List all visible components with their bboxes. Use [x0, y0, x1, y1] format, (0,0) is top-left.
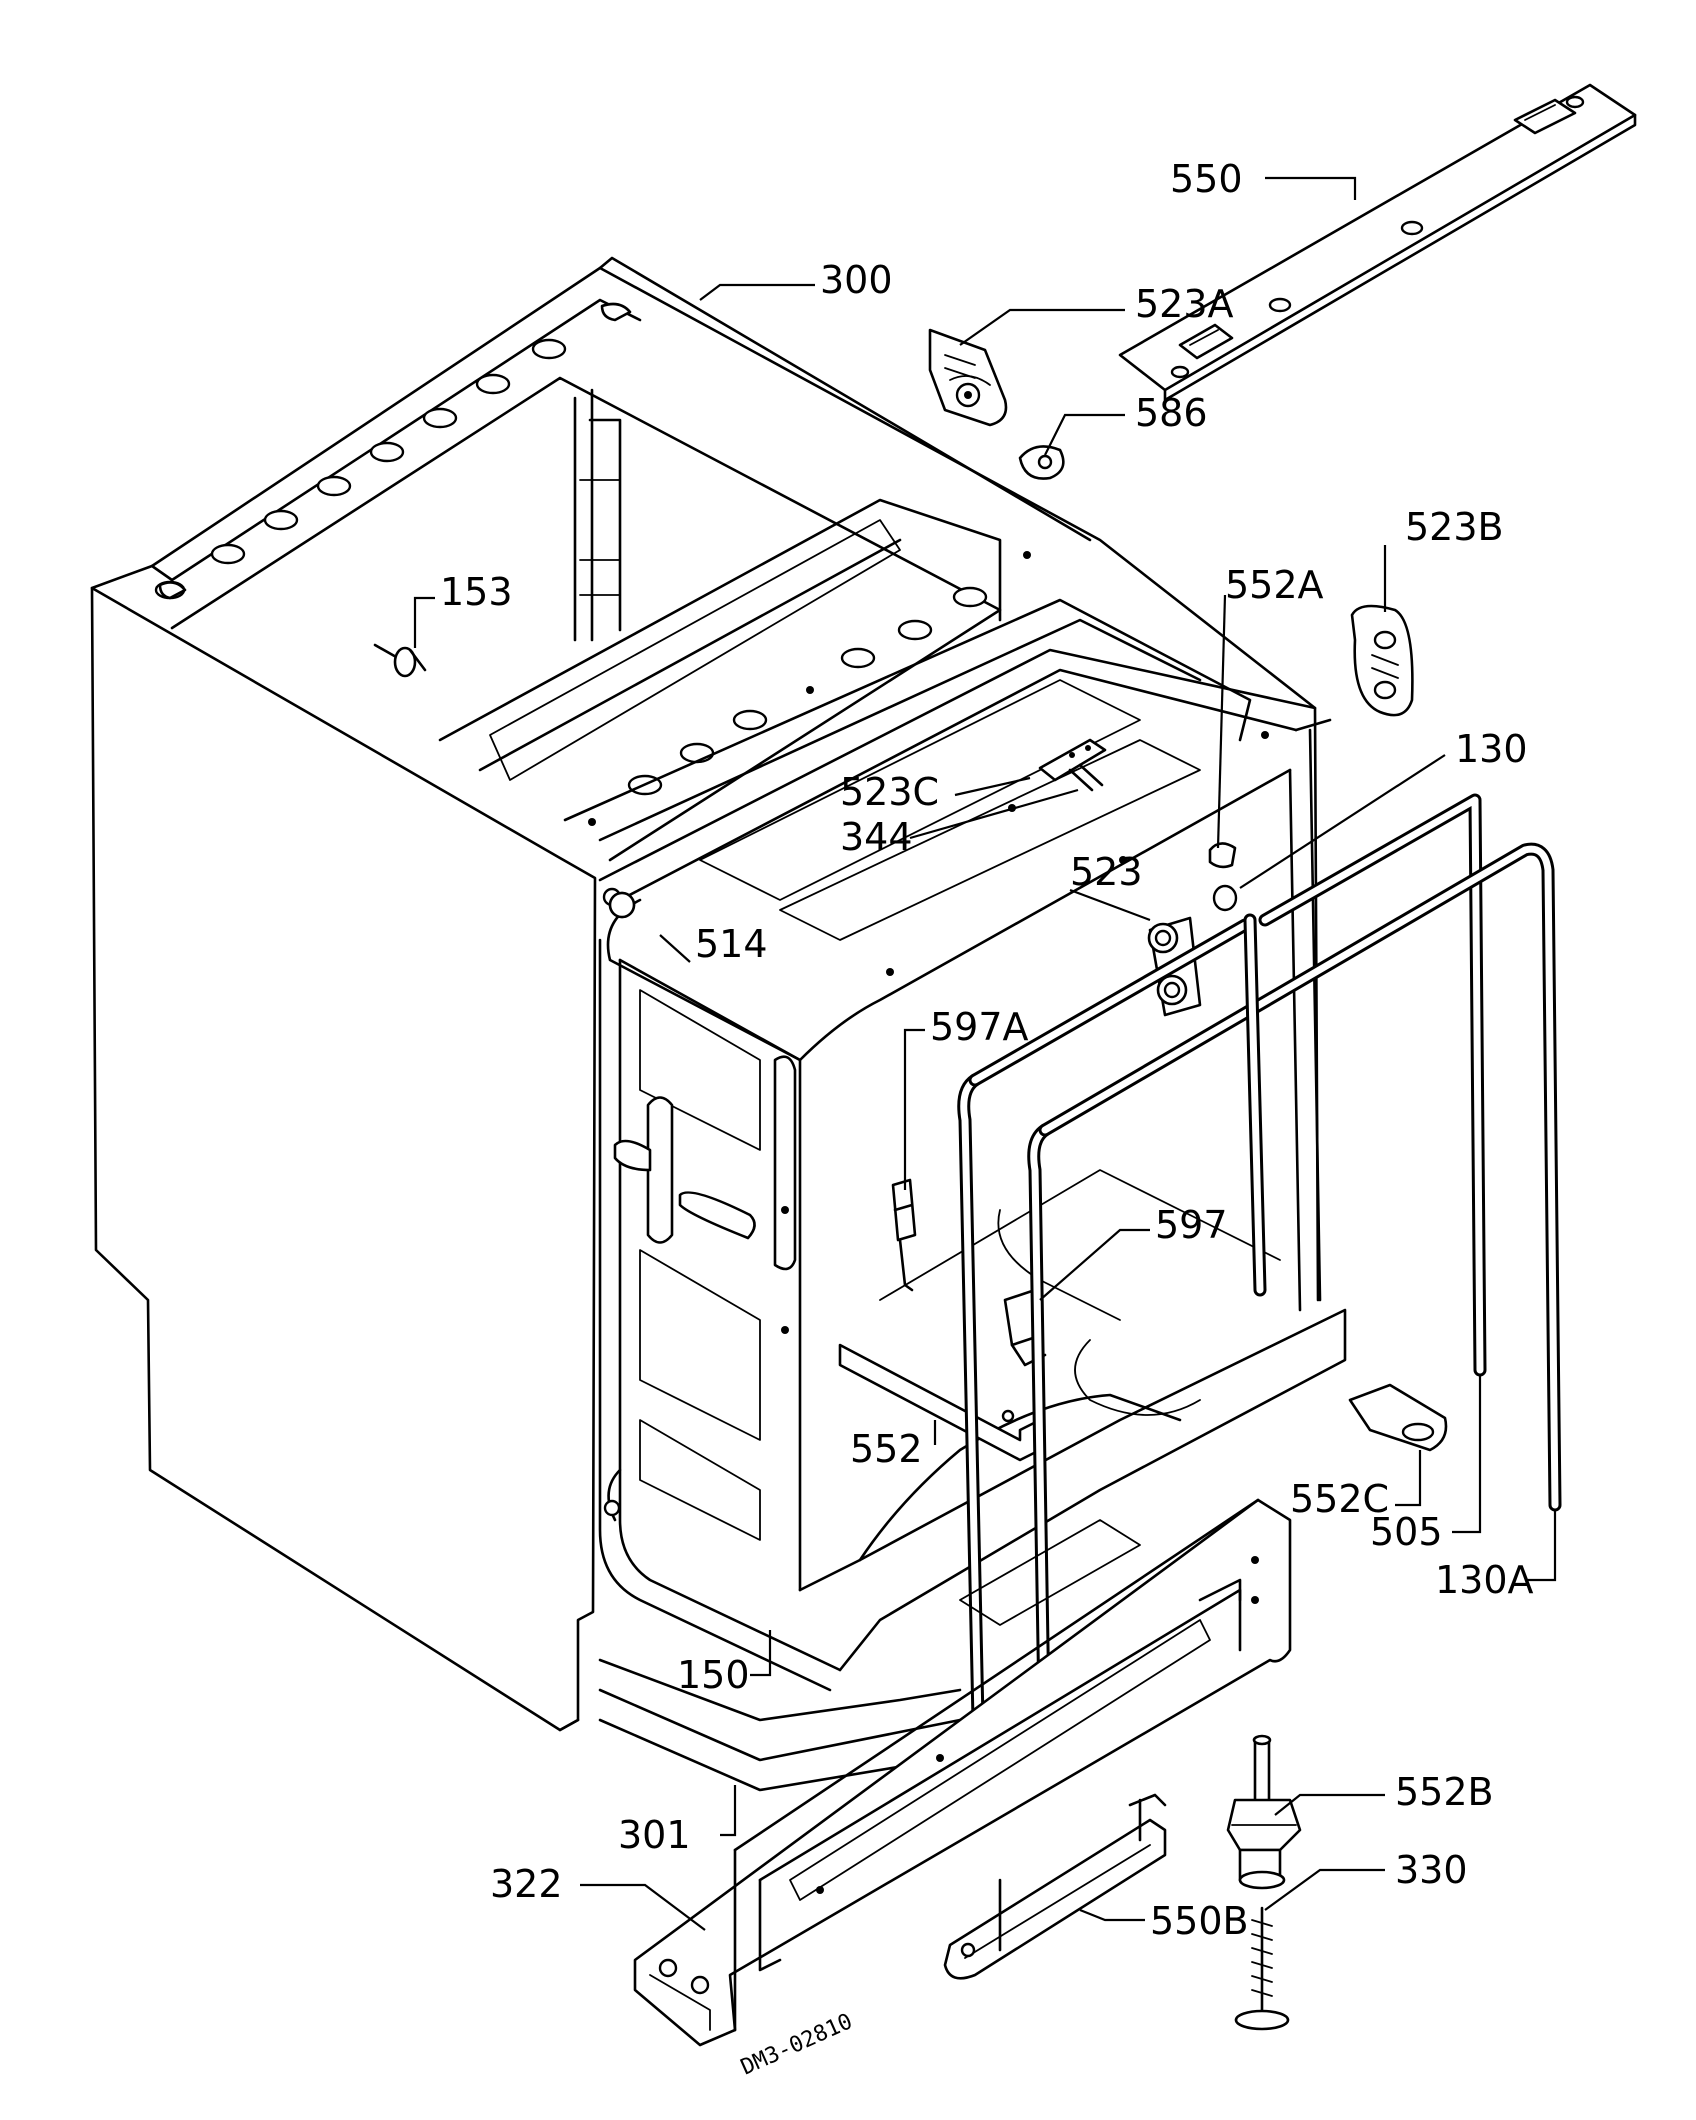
label-552A: 552A — [1225, 563, 1324, 607]
part-550-top-strip — [1118, 83, 1637, 402]
label-523B: 523B — [1405, 505, 1504, 549]
label-153: 153 — [440, 570, 513, 614]
label-597: 597 — [1155, 1203, 1228, 1247]
part-514 — [608, 891, 636, 919]
leader-lines — [413, 176, 1557, 1931]
part-523C-catch — [1038, 738, 1107, 792]
label-597A: 597A — [930, 1005, 1029, 1049]
part-130A-seal — [957, 842, 1562, 1772]
label-322: 322 — [490, 1862, 563, 1906]
label-300: 300 — [820, 258, 893, 302]
part-552C-foot — [1348, 1383, 1448, 1452]
part-505-seal — [1258, 793, 1487, 1377]
front-rail-holes — [627, 586, 988, 796]
label-523: 523 — [1070, 850, 1143, 894]
label-505: 505 — [1370, 1510, 1443, 1554]
label-330: 330 — [1395, 1848, 1468, 1892]
label-552B: 552B — [1395, 1770, 1494, 1814]
part-523B-latch — [1350, 604, 1414, 717]
top-rail-holes — [154, 338, 567, 600]
label-586: 586 — [1135, 391, 1208, 435]
label-523A: 523A — [1135, 282, 1234, 326]
label-552: 552 — [850, 1427, 923, 1471]
part-322-plinth — [633, 1498, 1292, 2047]
part-552A-screw — [1208, 842, 1237, 869]
label-523C: 523C — [840, 770, 939, 814]
label-344: 344 — [840, 815, 913, 859]
label-550B: 550B — [1150, 1899, 1249, 1943]
drawing-code: DM3-02810 — [737, 2009, 856, 2080]
part-550B-bracket — [943, 1793, 1167, 1980]
label-550: 550 — [1170, 157, 1243, 201]
label-130A: 130A — [1435, 1558, 1534, 1602]
label-514: 514 — [695, 922, 768, 966]
part-330-screw — [1234, 1906, 1290, 2031]
part-153-pin — [373, 643, 427, 678]
label-150: 150 — [677, 1653, 750, 1697]
part-552B-foot — [1226, 1734, 1302, 1890]
part-130-ring — [1212, 884, 1238, 912]
part-523A-bracket — [928, 328, 1008, 427]
part-597A — [891, 1178, 917, 1292]
cabinet-body — [90, 256, 1347, 1792]
label-301: 301 — [618, 1813, 691, 1857]
label-130: 130 — [1455, 727, 1528, 771]
label-552C: 552C — [1290, 1477, 1389, 1521]
part-586-nut — [1018, 445, 1065, 480]
